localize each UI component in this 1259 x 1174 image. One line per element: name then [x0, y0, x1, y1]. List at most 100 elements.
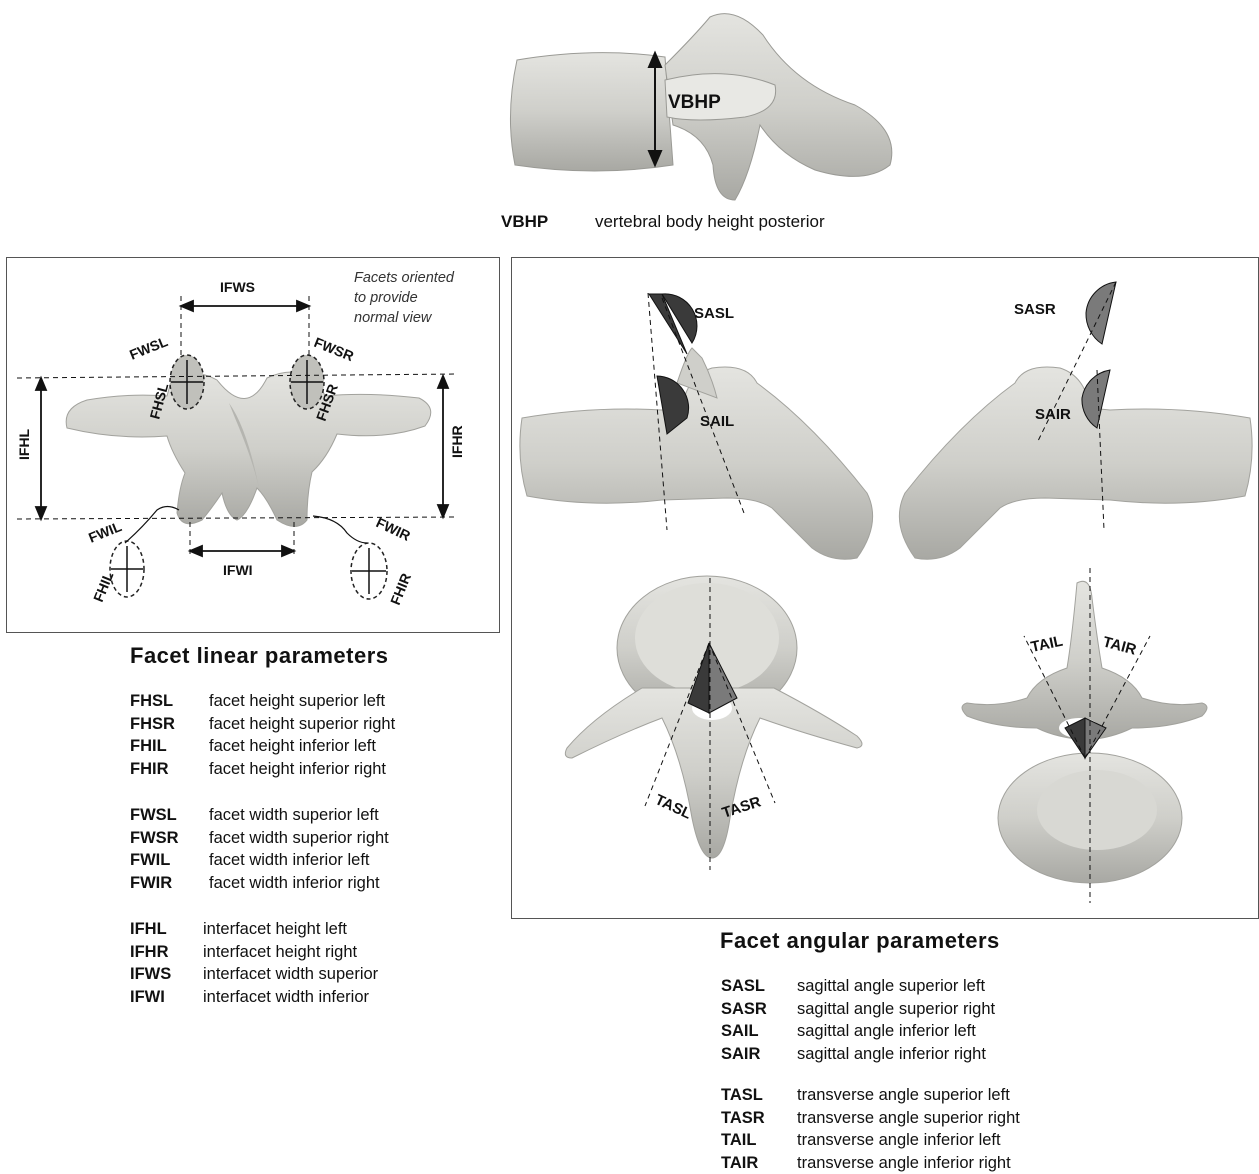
legend-abbr: SAIR	[721, 1043, 797, 1066]
legend-text: interfacet width superior	[203, 963, 378, 986]
label-sail: SAIL	[700, 413, 734, 430]
label-ifhl: IFHL	[16, 428, 32, 460]
label-tail: TAIL	[1029, 633, 1064, 656]
legend-text: interfacet height right	[203, 941, 357, 964]
legend-abbr: FHIR	[130, 758, 209, 781]
legend-abbr: SASR	[721, 998, 797, 1021]
sagittal-left-vertebra	[520, 348, 873, 559]
label-sasr: SASR	[1014, 301, 1056, 318]
legend-abbr: SASL	[721, 975, 797, 998]
legend-abbr: SAIL	[721, 1020, 797, 1043]
legend-abbr: IFWS	[130, 963, 203, 986]
vbhp-label: VBHP	[668, 92, 721, 113]
note-line: Facets oriented	[354, 268, 454, 288]
legend-abbr: FHIL	[130, 735, 209, 758]
legend-abbr: IFWI	[130, 986, 203, 1009]
legend-abbr: TASR	[721, 1107, 797, 1130]
legend-abbr: FHSR	[130, 713, 209, 736]
legend-abbr: FWSL	[130, 804, 209, 827]
legend-text: transverse angle superior left	[797, 1084, 1010, 1107]
legend-text: facet height superior right	[209, 713, 395, 736]
vbhp-caption: VBHP vertebral body height posterior	[501, 212, 825, 232]
legend-text: interfacet width inferior	[203, 986, 369, 1009]
legend-text: facet width inferior right	[209, 872, 380, 895]
label-fwil: FWIL	[86, 518, 124, 546]
legend-text: interfacet height left	[203, 918, 347, 941]
angular-parameters-panel: SASL SAIL SASR SAIR TASL TASR TAIL TAIR	[511, 257, 1259, 919]
legend-abbr: FWIR	[130, 872, 209, 895]
legend-text: facet width superior left	[209, 804, 379, 827]
linear-title: Facet linear parameters	[130, 643, 389, 669]
legend-abbr: FWIL	[130, 849, 209, 872]
label-fhil: FHIL	[90, 569, 117, 604]
note-line: to provide	[354, 288, 454, 308]
label-fhir: FHIR	[387, 571, 414, 607]
legend-text: transverse angle inferior left	[797, 1129, 1001, 1152]
label-sair: SAIR	[1035, 406, 1071, 423]
legend-text: sagittal angle superior left	[797, 975, 985, 998]
label-fwsr: FWSR	[312, 334, 356, 364]
legend-text: facet width inferior left	[209, 849, 370, 872]
transverse-superior-vertebra	[565, 576, 862, 858]
top-vertebra-figure: VBHP	[495, 5, 915, 205]
legend-abbr: TAIR	[721, 1152, 797, 1174]
legend-text: facet height superior left	[209, 690, 385, 713]
orientation-note: Facets oriented to provide normal view	[354, 268, 454, 328]
facet-superior-left	[170, 355, 204, 409]
label-tair: TAIR	[1101, 633, 1138, 658]
facet-inferior-left	[110, 507, 179, 598]
legend-text: transverse angle superior right	[797, 1107, 1020, 1130]
note-line: normal view	[354, 308, 454, 328]
label-sasl: SASL	[694, 305, 734, 322]
legend-text: facet width superior right	[209, 827, 389, 850]
label-ifhr: IFHR	[449, 425, 465, 458]
linear-parameters-panel: IFWS IFWI FWSL FWSR FHSL FHSR IFHL IFHR …	[6, 257, 500, 633]
legend-abbr: TASL	[721, 1084, 797, 1107]
label-ifws: IFWS	[220, 279, 255, 295]
legend-abbr: FHSL	[130, 690, 209, 713]
legend-abbr: TAIL	[721, 1129, 797, 1152]
vbhp-caption-text: vertebral body height posterior	[595, 212, 825, 231]
legend-text: sagittal angle inferior right	[797, 1043, 986, 1066]
legend-text: facet height inferior left	[209, 735, 376, 758]
legend-text: transverse angle inferior right	[797, 1152, 1011, 1174]
legend-abbr: IFHR	[130, 941, 203, 964]
label-fwsl: FWSL	[127, 333, 170, 363]
legend-abbr: IFHL	[130, 918, 203, 941]
posterior-vertebra-shape	[66, 372, 431, 527]
angular-title: Facet angular parameters	[720, 928, 1000, 954]
label-ifwi: IFWI	[223, 562, 253, 578]
legend-text: sagittal angle inferior left	[797, 1020, 976, 1043]
legend-text: sagittal angle superior right	[797, 998, 995, 1021]
legend-text: facet height inferior right	[209, 758, 386, 781]
label-fwir: FWIR	[374, 514, 413, 544]
vbhp-caption-abbr: VBHP	[501, 212, 548, 231]
sagittal-right-vertebra	[899, 367, 1252, 559]
angular-figure: SASL SAIL SASR SAIR TASL TASR TAIL TAIR	[512, 258, 1259, 920]
